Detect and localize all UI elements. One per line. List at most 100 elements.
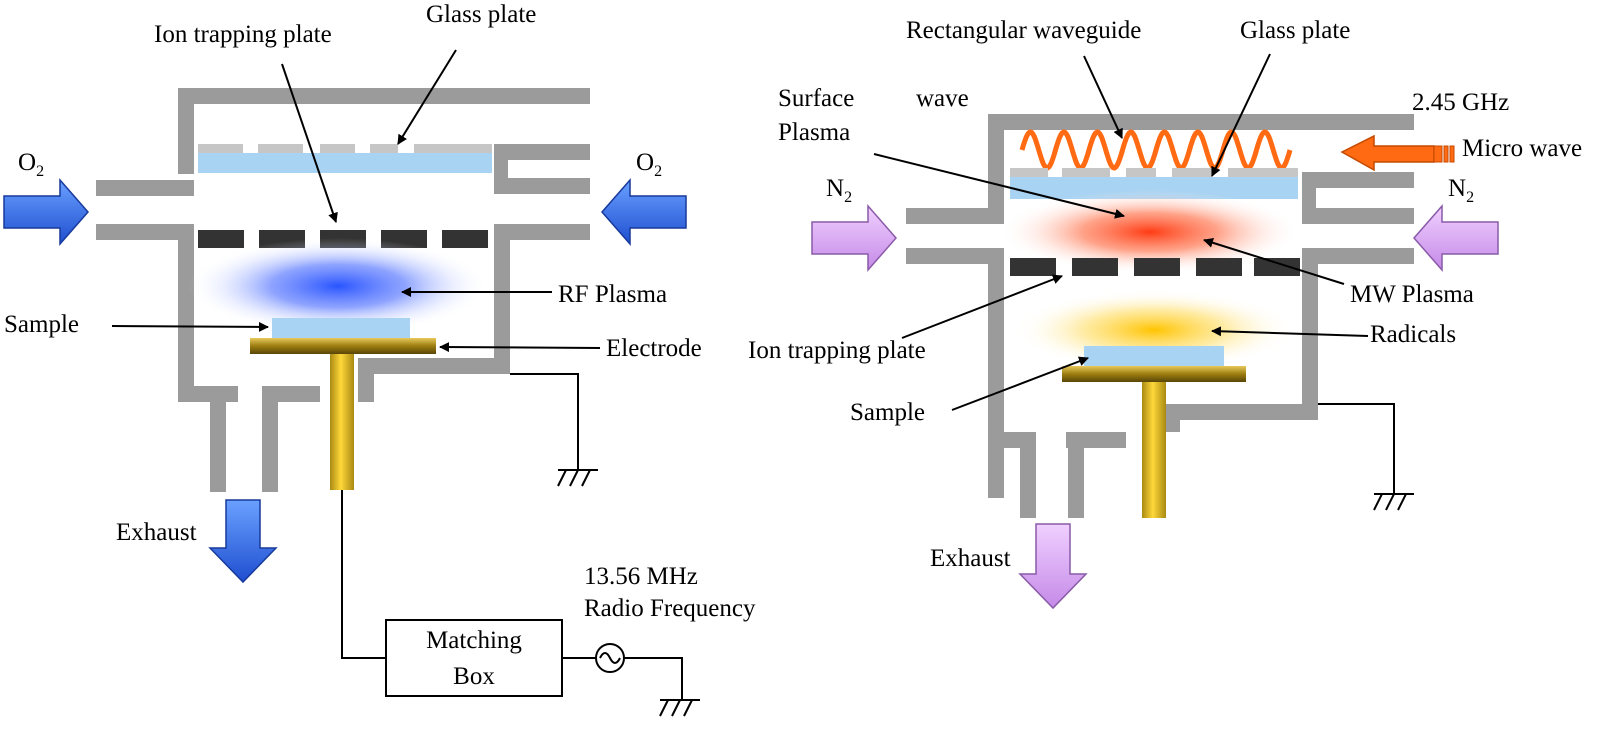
label-glass-plate: Glass plate (426, 1, 536, 28)
exhaust-right-wall (1068, 432, 1084, 518)
right-sample (1084, 346, 1224, 366)
ion-trap-segment (442, 230, 488, 248)
right-electrode (1062, 366, 1246, 382)
chamber-right-upper-ledge (494, 144, 590, 160)
left-chamber-ground-wire (510, 373, 579, 470)
ion-trap-segment (1134, 258, 1180, 276)
glass-spacer (1172, 168, 1212, 177)
left-exhaust-arrow (208, 499, 278, 584)
leader-sample (111, 321, 269, 332)
ion-trap-segment (1254, 258, 1300, 276)
chamber-left-wall (988, 248, 1004, 498)
ion-trap-segment (1072, 258, 1118, 276)
rf-ground-wire (624, 657, 683, 700)
o2-inlet-left-arrow (3, 178, 89, 246)
left-sample (272, 318, 410, 338)
chamber-upper-left-wall (178, 88, 194, 174)
chamber-right-inlet-lower (494, 224, 590, 240)
label-n2-right: N2 (1448, 175, 1474, 206)
chamber-left-inlet-upper (96, 180, 194, 196)
chamber-upper-left-wall (988, 114, 1004, 208)
chamber-right-upper-post (1302, 172, 1316, 210)
chamber-top-wall (988, 114, 1414, 130)
label-surface: Surface (778, 85, 854, 112)
exhaust-left-wall (210, 386, 226, 492)
leader-surface-wave-plasma (873, 153, 1125, 219)
label-rf-plasma: RF Plasma (558, 281, 667, 308)
left-glass-plate (198, 144, 492, 173)
microwave-input-arrow (1340, 134, 1455, 172)
label-sample: Sample (850, 399, 925, 426)
glass-spacer (370, 144, 398, 153)
exhaust-left-flange (178, 386, 226, 402)
label-ion-trapping-plate: Ion trapping plate (154, 21, 332, 48)
glass-spacer (198, 144, 243, 153)
glass-spacer (414, 144, 492, 153)
leader-ion-trapping-plate (901, 274, 1063, 339)
chamber-bottom-step (358, 374, 374, 402)
ion-trap-segment (1010, 258, 1056, 276)
chamber-right-inlet-lower (1302, 248, 1414, 264)
leader-glass-plate (1211, 53, 1271, 177)
rf-plasma-glow (188, 238, 488, 334)
glass-spacer (1228, 168, 1298, 177)
leader-electrode (439, 342, 601, 353)
chamber-right-upper-post (494, 144, 508, 178)
glass-spacer (258, 144, 303, 153)
label-frequency: 2.45 GHz (1412, 89, 1509, 116)
label-plasma: Plasma (778, 119, 850, 146)
mw-plasma-glow (1000, 190, 1300, 274)
leader-waveguide (1083, 55, 1123, 139)
n2-inlet-left-arrow (811, 204, 897, 272)
leader-radicals (1211, 326, 1369, 337)
right-chamber-ground-wire (1318, 403, 1395, 494)
glass-spacer (320, 144, 355, 153)
label-box: Box (453, 663, 495, 690)
matching-box (385, 619, 563, 697)
glass-spacer (1010, 168, 1048, 177)
left-chamber (96, 88, 590, 492)
left-electrode (250, 338, 436, 354)
right-electrode-stem (1142, 382, 1166, 518)
label-matching: Matching (426, 627, 522, 654)
right-glass-plate (1010, 168, 1298, 199)
chamber-right-upper-ledge (1302, 172, 1414, 188)
ground-icon (557, 469, 598, 487)
label-electrode: Electrode (606, 335, 702, 362)
left-electrode-stem (330, 354, 354, 490)
chamber-bottom-step (1164, 404, 1180, 432)
label-ion-trapping-plate: Ion trapping plate (748, 337, 926, 364)
chamber-right-inlet-upper (494, 178, 590, 194)
label-glass-plate: Glass plate (1240, 17, 1350, 44)
microwave-wave (1019, 129, 1293, 171)
label-sample: Sample (4, 311, 79, 338)
ion-trap-segment (198, 230, 244, 248)
glass-plate (1010, 177, 1298, 199)
o2-inlet-right-arrow (601, 178, 687, 246)
right-exhaust-arrow (1018, 523, 1088, 610)
label-micro-wave: Micro wave (1462, 135, 1582, 162)
ac-source-icon (595, 643, 625, 673)
glass-spacer (1062, 168, 1110, 177)
leader-ion-trap (281, 63, 338, 223)
chamber-right-inlet-upper (1302, 208, 1414, 224)
label-wave: wave (916, 85, 969, 112)
rf-feed-wire (341, 490, 386, 659)
exhaust-right-wall (262, 386, 278, 492)
label-mw-plasma: MW Plasma (1350, 281, 1474, 308)
glass-plate (198, 153, 492, 173)
label-exhaust: Exhaust (930, 545, 1011, 572)
chamber-left-inlet-lower (906, 248, 1004, 264)
label-rectangular-waveguide: Rectangular waveguide (906, 17, 1141, 44)
chamber-left-inlet-lower (96, 224, 194, 240)
exhaust-left-wall (1020, 432, 1036, 518)
right-chamber (906, 114, 1414, 518)
left-ion-trapping-plate (198, 230, 488, 248)
label-exhaust: Exhaust (116, 519, 197, 546)
label-o2-right: O2 (636, 149, 662, 180)
label-frequency: 13.56 MHz (584, 563, 698, 590)
ground-icon (659, 699, 700, 717)
glass-spacer (1126, 168, 1156, 177)
leader-sample (951, 356, 1089, 411)
